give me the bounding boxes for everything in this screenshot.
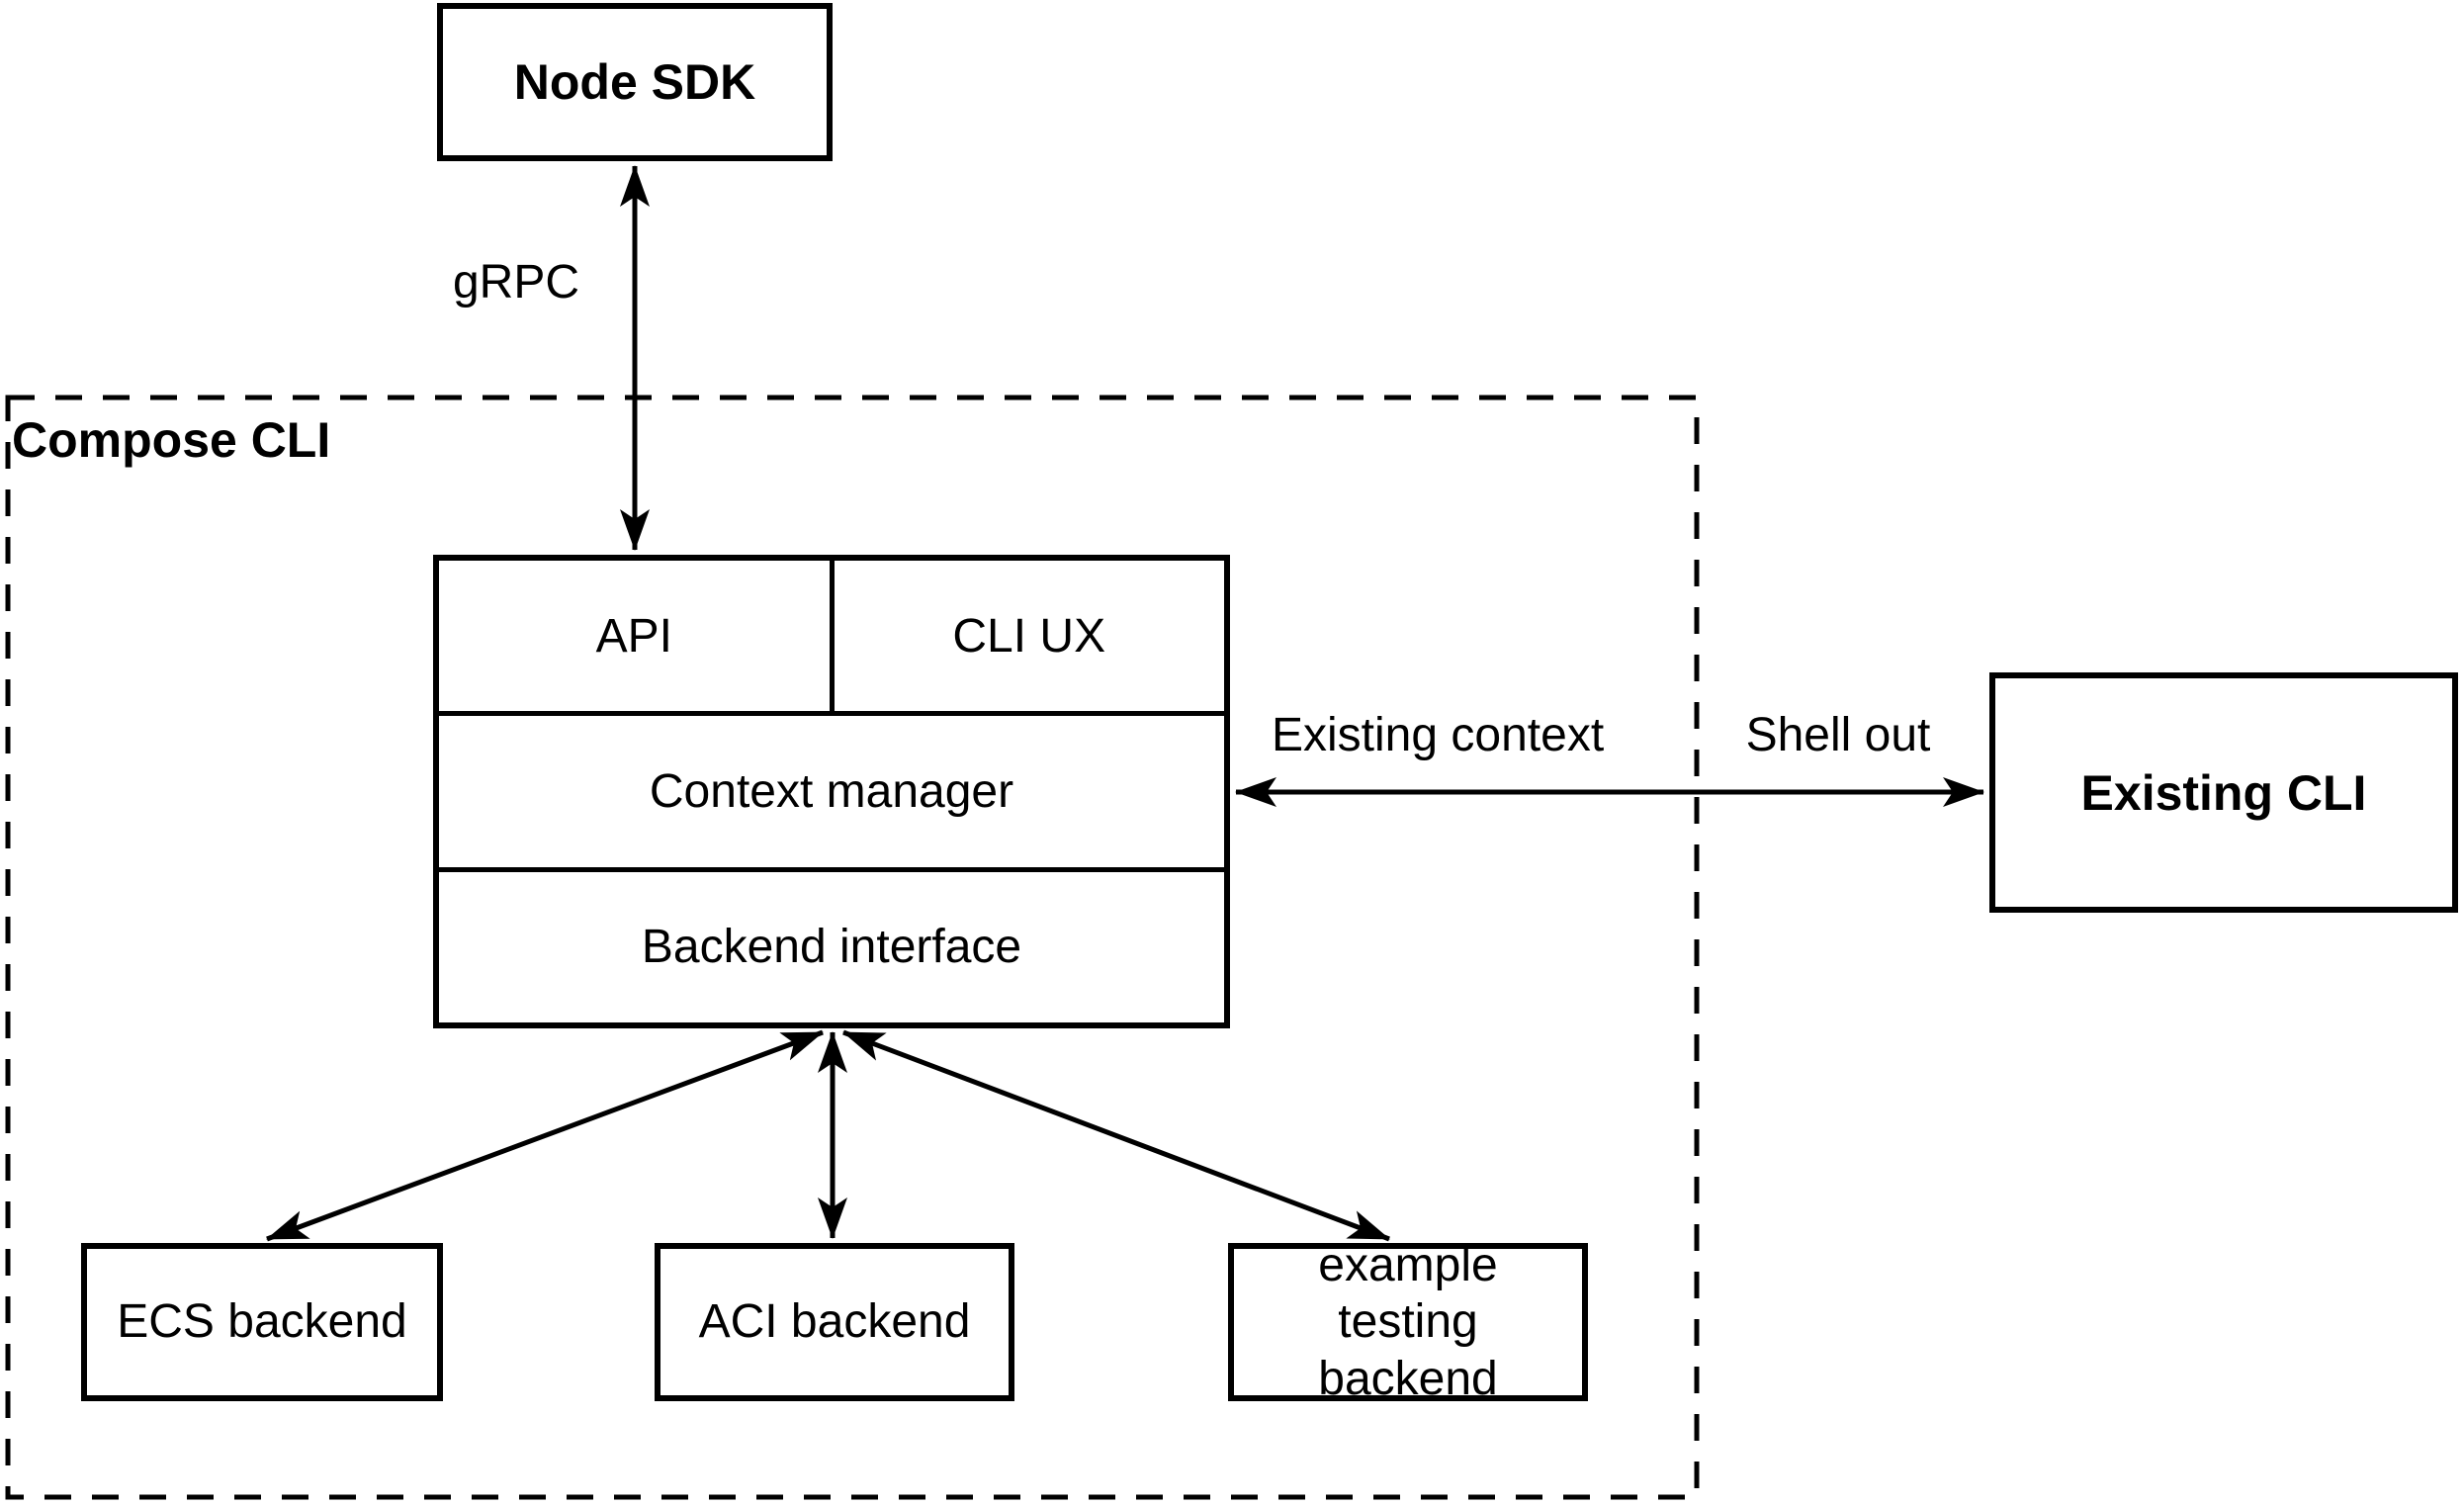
existing-cli-box: Existing CLI bbox=[1989, 672, 2458, 913]
context-manager-row: Context manager bbox=[439, 711, 1224, 866]
core-top-row: API CLI UX bbox=[439, 561, 1225, 712]
aci-backend-box: ACI backend bbox=[655, 1243, 1014, 1401]
api-label: API bbox=[595, 609, 672, 663]
cli-ux-cell: CLI UX bbox=[835, 561, 1225, 711]
backend-interface-label: Backend interface bbox=[641, 921, 1022, 974]
context-manager-label: Context manager bbox=[649, 764, 1014, 818]
cli-ux-label: CLI UX bbox=[952, 609, 1106, 663]
grpc-edge-label: gRPC bbox=[452, 256, 580, 309]
ecs-backend-box: ECS backend bbox=[81, 1243, 443, 1401]
existing-context-edge-label: Existing context bbox=[1272, 709, 1605, 761]
node-sdk-label: Node SDK bbox=[513, 54, 756, 110]
example-testing-backend-box: example testing backend bbox=[1228, 1239, 1588, 1405]
example-testing-backend-label: example testing backend bbox=[1318, 1238, 1498, 1405]
node-sdk-box: Node SDK bbox=[437, 3, 833, 161]
shell-out-edge-label: Shell out bbox=[1745, 709, 1931, 761]
existing-cli-label: Existing CLI bbox=[2080, 764, 2367, 821]
edge-backend-to-example bbox=[842, 1029, 1390, 1242]
backend-interface-row: Backend interface bbox=[439, 866, 1224, 1022]
api-cell: API bbox=[439, 561, 835, 712]
ecs-backend-label: ECS backend bbox=[117, 1295, 407, 1349]
aci-backend-label: ACI backend bbox=[698, 1295, 971, 1349]
compose-cli-core-box: API CLI UX Context manager Backend inter… bbox=[433, 555, 1230, 1028]
compose-cli-group-label: Compose CLI bbox=[12, 412, 331, 468]
edge-backend-to-ecs bbox=[266, 1029, 824, 1242]
